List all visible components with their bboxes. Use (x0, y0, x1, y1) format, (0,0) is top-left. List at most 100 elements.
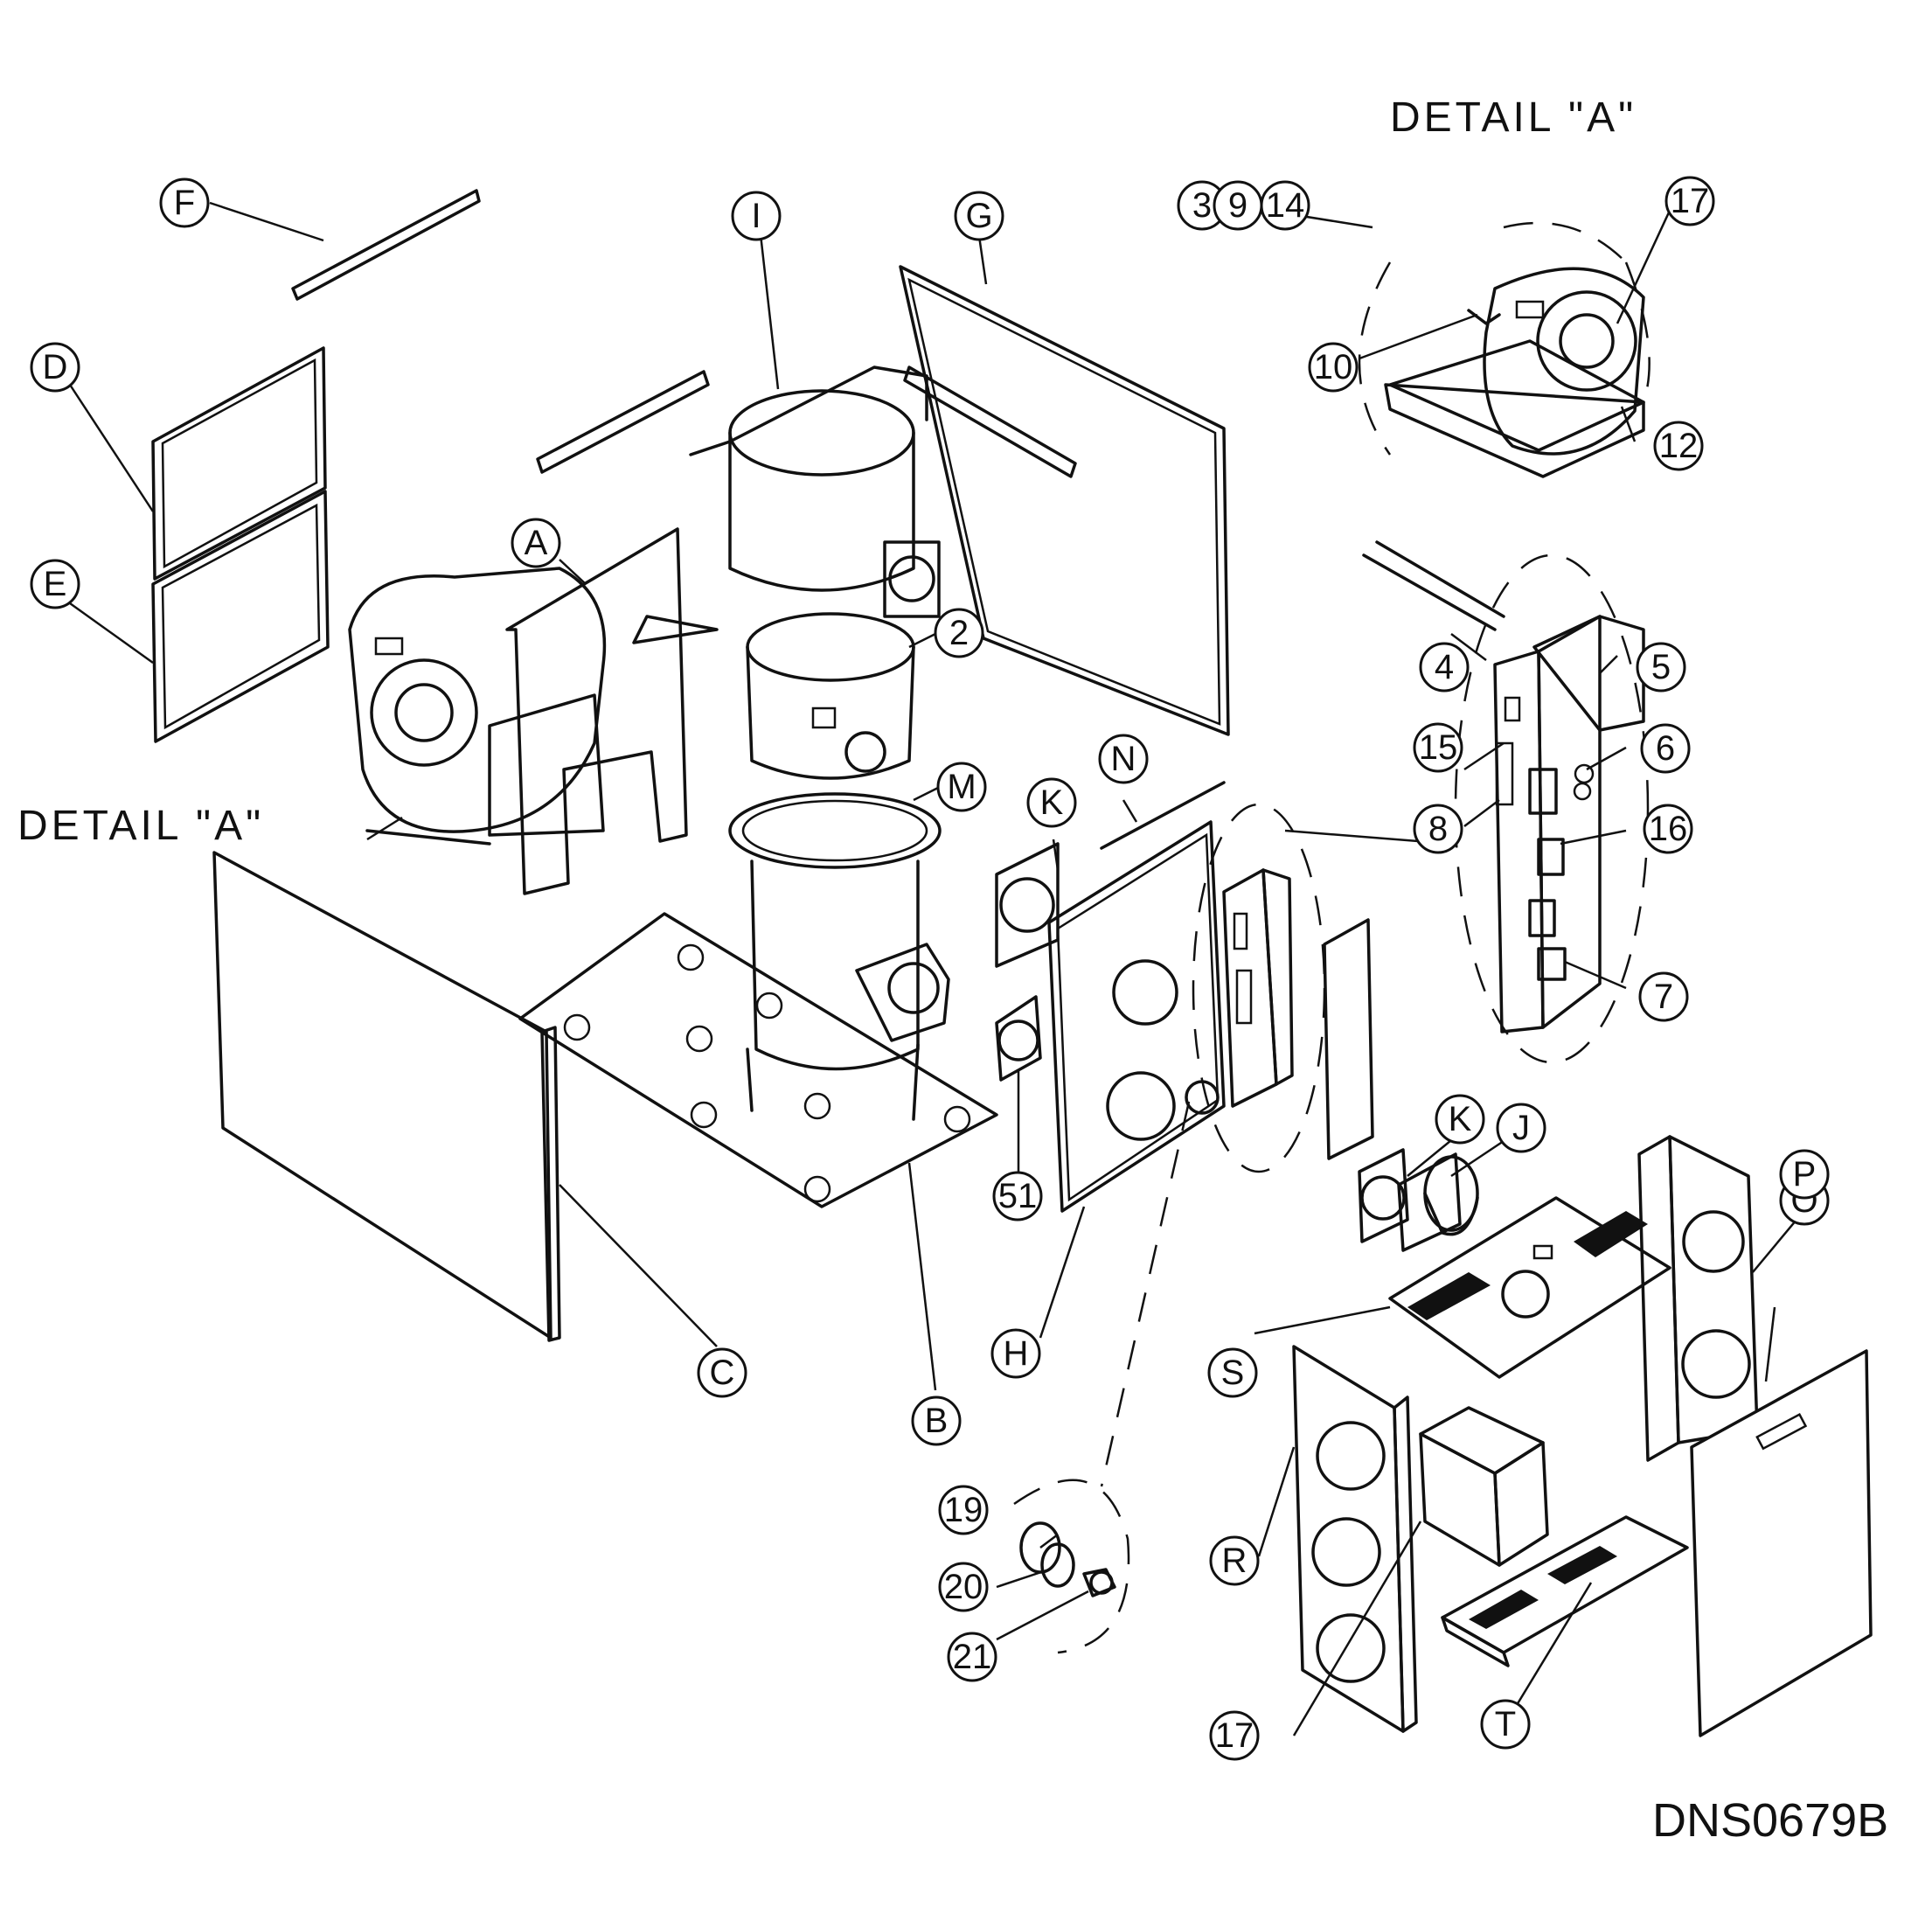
callout-16: 16 (1643, 804, 1693, 854)
svg-text:3: 3 (1192, 186, 1212, 225)
svg-text:K: K (1040, 783, 1064, 822)
svg-text:10: 10 (1314, 348, 1353, 386)
callout-j: J (1496, 1103, 1546, 1153)
callout-17-bottom: 17 (1209, 1710, 1260, 1761)
callout-a: A (511, 518, 561, 568)
svg-text:C: C (710, 1354, 735, 1392)
svg-text:D: D (43, 348, 68, 386)
callout-h: H (990, 1328, 1041, 1379)
callout-m: M (936, 762, 987, 812)
part-p-side-panel (1637, 1135, 1759, 1462)
part-17-box (1419, 1406, 1549, 1567)
part-k-gasket-left (995, 842, 1060, 968)
callout-14: 14 (1260, 180, 1310, 231)
callout-51: 51 (992, 1171, 1043, 1221)
part-51-plate (995, 995, 1042, 1082)
svg-text:J: J (1512, 1109, 1530, 1147)
part-s-top-grill (1388, 1196, 1671, 1379)
callout-n: N (1098, 734, 1149, 784)
svg-text:F: F (174, 184, 195, 222)
callout-7: 7 (1638, 971, 1689, 1022)
svg-text:4: 4 (1435, 648, 1454, 686)
svg-text:G: G (965, 197, 992, 235)
callout-2: 2 (934, 608, 984, 658)
detail-igniter-assembly (1013, 1479, 1130, 1654)
callout-19: 19 (938, 1485, 989, 1535)
top-rail-middle (536, 370, 710, 474)
callout-4: 4 (1419, 642, 1470, 693)
svg-text:15: 15 (1419, 728, 1458, 767)
control-box-detail (1362, 540, 1650, 1064)
svg-text:K: K (1449, 1100, 1472, 1138)
svg-text:I: I (751, 197, 761, 235)
svg-text:21: 21 (953, 1638, 992, 1676)
callout-c: C (697, 1347, 747, 1398)
part-h-front-panel (1047, 781, 1226, 1213)
svg-text:P: P (1793, 1155, 1817, 1194)
part-o-front-door (1690, 1349, 1873, 1737)
callout-17-top: 17 (1664, 176, 1715, 226)
drawing-number: DNS0679B (1652, 1794, 1888, 1847)
svg-text:S: S (1221, 1354, 1245, 1392)
callout-b: B (911, 1395, 962, 1446)
svg-text:17: 17 (1671, 182, 1710, 220)
part-i-heat-exchanger (689, 365, 950, 1121)
part-k-gasket-right (1358, 1148, 1409, 1243)
callout-9: 9 (1213, 180, 1263, 231)
part-r-front-panel (1292, 1345, 1418, 1733)
svg-text:12: 12 (1659, 427, 1699, 465)
callout-20: 20 (938, 1562, 989, 1612)
svg-text:7: 7 (1654, 978, 1673, 1016)
callout-5: 5 (1636, 642, 1686, 693)
part-e-filter (151, 490, 330, 743)
callout-8: 8 (1413, 804, 1463, 854)
svg-text:T: T (1495, 1705, 1516, 1743)
callout-f: F (159, 177, 210, 228)
callout-s: S (1207, 1347, 1258, 1398)
leader-lines (68, 200, 1797, 1736)
detail-a-side-label: DETAIL "A" (17, 803, 264, 849)
svg-text:R: R (1222, 1542, 1247, 1580)
svg-text:51: 51 (998, 1177, 1038, 1215)
callout-p-label: P (1779, 1149, 1830, 1200)
callout-i: I (731, 191, 782, 241)
detail-a-title: DETAIL "A" (1390, 94, 1637, 141)
svg-text:M: M (947, 768, 976, 806)
part-f-rail (291, 189, 481, 301)
svg-text:17: 17 (1215, 1716, 1254, 1755)
part-d-filter (151, 346, 327, 581)
svg-text:6: 6 (1656, 729, 1675, 768)
callout-d: D (30, 342, 80, 393)
svg-text:9: 9 (1228, 186, 1247, 225)
svg-text:N: N (1111, 740, 1136, 778)
callout-15: 15 (1413, 722, 1463, 773)
callout-6: 6 (1640, 723, 1691, 774)
svg-text:5: 5 (1651, 648, 1671, 686)
svg-text:E: E (44, 565, 67, 603)
callout-10: 10 (1308, 342, 1359, 393)
blower-assembly (348, 567, 607, 846)
callout-12: 12 (1653, 421, 1704, 471)
svg-text:A: A (525, 524, 548, 562)
callout-k-right: K (1435, 1094, 1485, 1145)
callout-g: G (954, 191, 1004, 241)
part-t-bottom-grill (1441, 1515, 1689, 1667)
svg-text:16: 16 (1649, 810, 1688, 848)
callout-k-left: K (1026, 777, 1077, 828)
svg-text:14: 14 (1266, 186, 1305, 225)
part-c-side-panel (212, 851, 561, 1342)
callout-e: E (30, 559, 80, 609)
callout-r: R (1209, 1535, 1260, 1586)
part-g-back-panel (899, 265, 1230, 736)
callout-t: T (1480, 1699, 1531, 1750)
svg-text:H: H (1004, 1334, 1029, 1373)
part-b-base-panel (518, 912, 998, 1208)
part-j-flange (1397, 1152, 1479, 1252)
vent-strip-panel (1323, 918, 1374, 1160)
svg-text:20: 20 (944, 1568, 983, 1606)
svg-text:19: 19 (944, 1491, 983, 1529)
detail-a-blower (1358, 221, 1651, 478)
svg-text:2: 2 (949, 614, 969, 652)
part-a-divider (505, 527, 719, 895)
